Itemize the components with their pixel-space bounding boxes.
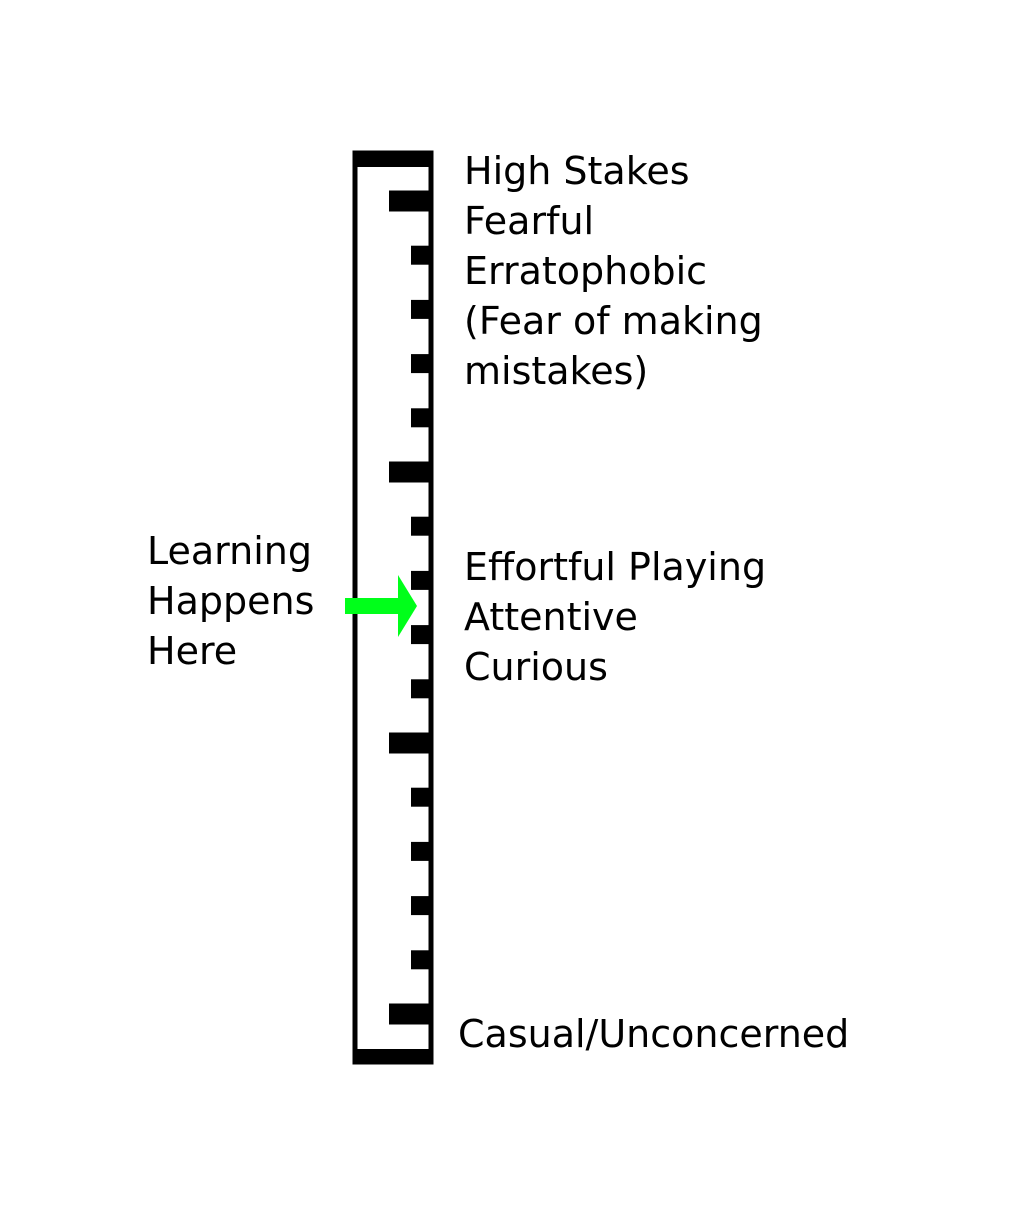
happens-line: Happens (147, 579, 315, 623)
minor-tick (411, 354, 433, 374)
minor-tick (411, 245, 433, 265)
erratophobic-line: Erratophobic (464, 249, 708, 293)
fear-of-making-line: (Fear of making (464, 299, 763, 343)
major-tick (389, 190, 433, 212)
attentive-line: Attentive (464, 595, 638, 639)
major-tick (389, 461, 433, 483)
casual-unconcerned-line: Casual/Unconcerned (458, 1012, 850, 1056)
minor-tick (411, 299, 433, 319)
effortful-playing-label: Effortful Playing Attentive Curious (464, 542, 766, 692)
minor-tick (411, 787, 433, 807)
here-line: Here (147, 629, 238, 673)
minor-tick (411, 570, 433, 590)
fearful-line: Fearful (464, 199, 595, 243)
casual-unconcerned-label: Casual/Unconcerned (458, 1009, 849, 1059)
major-tick (389, 732, 433, 754)
arrow-shaft (345, 598, 403, 614)
minor-tick (411, 950, 433, 970)
learning-line: Learning (147, 529, 312, 573)
learning-arrow-icon (345, 575, 417, 637)
high-stakes-label: High Stakes Fearful Erratophobic (Fear o… (464, 146, 763, 396)
mistakes-line: mistakes) (464, 349, 649, 393)
arrow-head (398, 575, 417, 637)
scale-ticks (389, 190, 433, 1025)
minor-tick (411, 896, 433, 916)
minor-tick (411, 516, 433, 536)
learning-happens-here-label: Learning Happens Here (147, 526, 314, 676)
minor-tick (411, 408, 433, 428)
scale-top-bar (353, 151, 433, 167)
scale-bottom-bar (353, 1049, 433, 1064)
minor-tick (411, 625, 433, 645)
high-stakes-line: High Stakes (464, 149, 690, 193)
minor-tick (411, 679, 433, 699)
minor-tick (411, 841, 433, 861)
major-tick (389, 1003, 433, 1025)
effortful-playing-line: Effortful Playing (464, 545, 767, 589)
curious-line: Curious (464, 645, 608, 689)
